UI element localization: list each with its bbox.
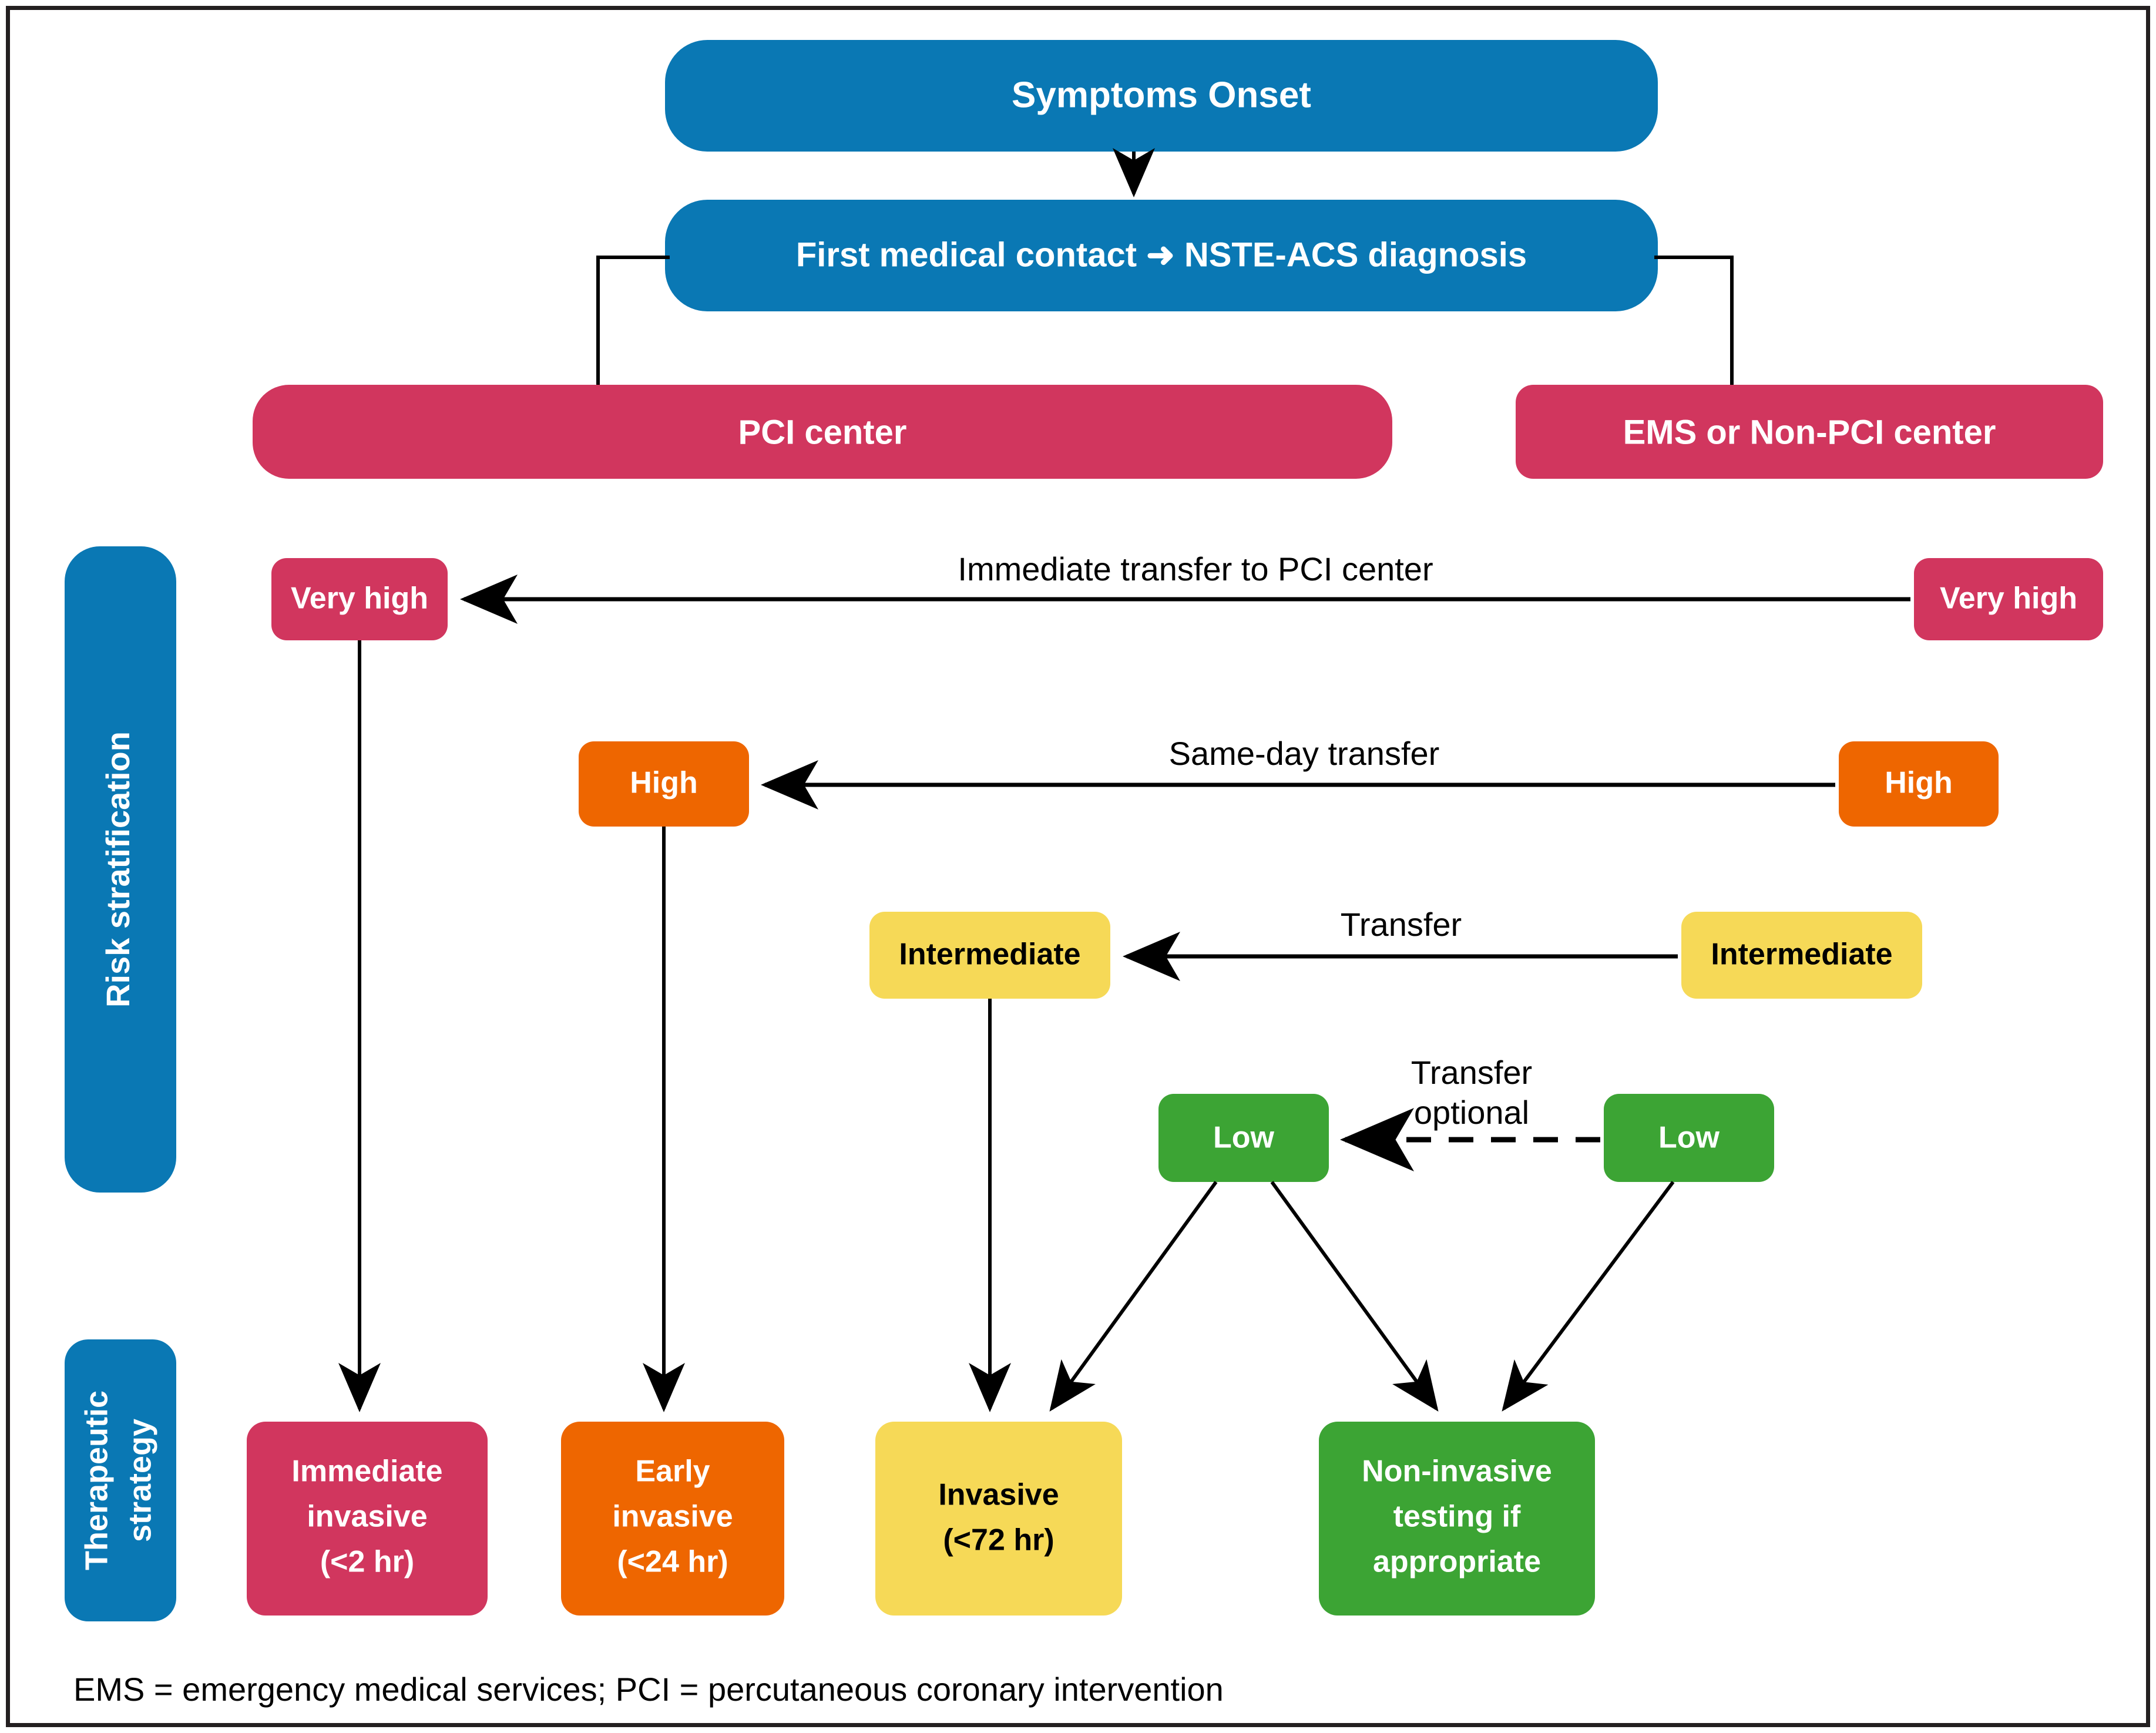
axis-risk-stratification: Risk stratification [65, 546, 176, 1193]
node-risk-low-left-shape [1158, 1094, 1329, 1182]
node-symptoms-onset-label: Symptoms Onset [1012, 75, 1311, 115]
node-risk-high-right-label: High [1885, 766, 1953, 800]
node-symptoms-onset-shape [665, 40, 1658, 152]
node-strategy-invasive-72-shape [875, 1422, 1122, 1616]
node-strategy-non-invasive-testing[interactable]: Non-invasive testing if appropriate [1319, 1422, 1595, 1616]
edge-low-right-to-non-invasive [1502, 1181, 1675, 1412]
node-risk-high-right-shape [1839, 741, 1999, 827]
node-risk-low-left[interactable]: Low [1158, 1094, 1329, 1182]
edge-label-transfer-low-line1: Transfer [1411, 1054, 1532, 1091]
node-pci-center-shape [253, 385, 1392, 479]
node-strategy-early-invasive[interactable]: Early invasive (<24 hr) [561, 1422, 784, 1616]
edge-low-left-to-non-invasive [1270, 1181, 1439, 1412]
node-strategy-immediate-invasive[interactable]: Immediate invasive (<2 hr) [247, 1422, 488, 1616]
node-risk-high-right[interactable]: High [1839, 741, 1999, 827]
node-risk-low-right-label: Low [1658, 1121, 1720, 1155]
node-risk-high-left[interactable]: High [579, 741, 749, 827]
node-strategy-early-invasive-line1: Early [635, 1455, 710, 1489]
node-risk-intermediate-left[interactable]: Intermediate [869, 912, 1110, 999]
node-risk-very-high-right-label: Very high [1940, 582, 2077, 616]
node-strategy-invasive-72[interactable]: Invasive (<72 hr) [875, 1422, 1122, 1616]
edge-label-transfer-very-high: Immediate transfer to PCI center [958, 550, 1433, 587]
node-strategy-invasive-72-line1: Invasive [938, 1478, 1059, 1512]
node-strategy-non-invasive-testing-line3: appropriate [1373, 1545, 1541, 1579]
axis-therapeutic-strategy: Therapeutic strategy [65, 1339, 176, 1621]
node-ems-non-pci-center-shape [1516, 385, 2103, 479]
node-strategy-immediate-invasive-shape [247, 1422, 488, 1616]
node-risk-intermediate-left-shape [869, 912, 1110, 999]
node-strategy-immediate-invasive-line1: Immediate [291, 1455, 442, 1489]
node-risk-intermediate-right-label: Intermediate [1711, 938, 1892, 972]
node-strategy-immediate-invasive-line3: (<2 hr) [320, 1545, 414, 1579]
node-first-medical-contact-label: First medical contact ➜ NSTE-ACS diagnos… [796, 236, 1527, 274]
node-risk-low-left-label: Low [1213, 1121, 1275, 1155]
node-ems-non-pci-center-label: EMS or Non-PCI center [1623, 413, 1996, 451]
edge-label-transfer-intermediate: Transfer [1341, 906, 1462, 943]
node-strategy-immediate-invasive-line2: invasive [307, 1500, 427, 1534]
node-strategy-early-invasive-line2: invasive [612, 1500, 733, 1534]
edge-label-transfer-low-line2: optional [1414, 1094, 1529, 1131]
node-risk-low-right[interactable]: Low [1604, 1094, 1774, 1182]
edge-label-transfer-high: Same-day transfer [1169, 735, 1440, 772]
node-strategy-early-invasive-line3: (<24 hr) [617, 1545, 728, 1579]
node-strategy-non-invasive-testing-line1: Non-invasive [1362, 1455, 1552, 1489]
node-strategy-early-invasive-shape [561, 1422, 784, 1616]
node-pci-center[interactable]: PCI center [253, 385, 1392, 479]
node-risk-very-high-right[interactable]: Very high [1914, 558, 2103, 640]
node-first-medical-contact[interactable]: First medical contact ➜ NSTE-ACS diagnos… [665, 200, 1658, 311]
node-pci-center-label: PCI center [738, 413, 907, 451]
node-strategy-non-invasive-testing-shape [1319, 1422, 1595, 1616]
axis-risk-stratification-shape [65, 546, 176, 1193]
node-first-medical-contact-shape [665, 200, 1658, 311]
node-risk-very-high-left-shape [271, 558, 448, 640]
node-ems-non-pci-center[interactable]: EMS or Non-PCI center [1516, 385, 2103, 479]
axis-therapeutic-strategy-shape [65, 1339, 176, 1621]
axis-risk-stratification-label: Risk stratification [99, 731, 136, 1007]
node-risk-very-high-left-label: Very high [291, 582, 428, 616]
node-strategy-non-invasive-testing-line2: testing if [1393, 1500, 1521, 1534]
node-risk-intermediate-right-shape [1681, 912, 1922, 999]
axis-therapeutic-strategy-label-line1: Therapeutic [79, 1391, 114, 1570]
node-risk-low-right-shape [1604, 1094, 1774, 1182]
node-risk-high-left-label: High [630, 766, 698, 800]
edge-low-left-to-invasive72 [1049, 1181, 1218, 1412]
node-risk-very-high-right-shape [1914, 558, 2103, 640]
node-risk-intermediate-right[interactable]: Intermediate [1681, 912, 1922, 999]
axis-therapeutic-strategy-label-line2: strategy [122, 1419, 157, 1542]
node-risk-intermediate-left-label: Intermediate [899, 938, 1080, 972]
footnote-abbreviations: EMS = emergency medical services; PCI = … [73, 1671, 1224, 1708]
node-strategy-invasive-72-line2: (<72 hr) [943, 1523, 1054, 1557]
node-symptoms-onset[interactable]: Symptoms Onset [665, 40, 1658, 152]
node-risk-very-high-left[interactable]: Very high [271, 558, 448, 640]
node-risk-high-left-shape [579, 741, 749, 827]
